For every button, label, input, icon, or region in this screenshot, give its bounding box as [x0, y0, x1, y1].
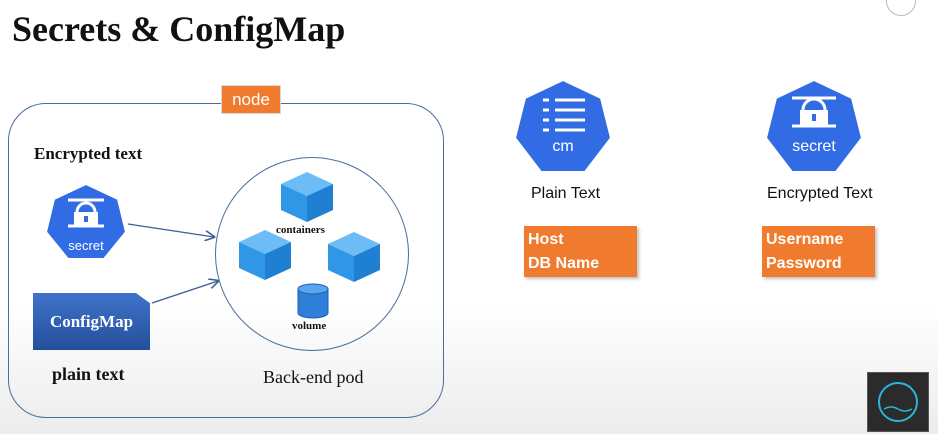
cm-fields-box: Host DB Name — [524, 226, 637, 277]
encrypted-text-caption: Encrypted Text — [767, 185, 873, 202]
secret-field-password: Password — [766, 255, 842, 272]
container-cube-icon — [281, 172, 333, 222]
backend-pod-label: Back-end pod — [263, 367, 364, 387]
containers-label: containers — [276, 224, 325, 236]
secret-fields-box: Username Password — [762, 226, 875, 277]
channel-logo — [867, 372, 929, 432]
configmap-object: ConfigMap — [33, 293, 150, 350]
container-cube-icon — [328, 232, 380, 282]
cm-icon-label: cm — [552, 138, 574, 155]
cm-field-host: Host — [528, 231, 564, 248]
plain-text-label: plain text — [52, 364, 125, 384]
secret-to-pod-arrow — [127, 223, 214, 237]
cm-field-dbname: DB Name — [528, 255, 600, 272]
volume-label: volume — [292, 320, 327, 332]
container-cube-icon — [239, 230, 291, 280]
encrypted-text-label: Encrypted text — [34, 144, 143, 163]
secret-large-icon — [764, 78, 864, 173]
volume-cylinder-icon — [297, 283, 329, 319]
secret-field-username: Username — [766, 231, 844, 248]
configmap-cm-icon — [513, 78, 613, 173]
secret-icon — [44, 182, 128, 260]
channel-logo-icon — [878, 382, 918, 422]
pod-circle — [215, 157, 409, 351]
node-label: node — [221, 85, 281, 114]
slide-title: Secrets & ConfigMap — [12, 9, 346, 49]
secret-large-icon-label: secret — [792, 138, 836, 155]
configmap-to-pod-arrow — [151, 281, 218, 304]
secret-icon-label: secret — [68, 238, 104, 253]
plain-text-caption: Plain Text — [531, 185, 601, 202]
